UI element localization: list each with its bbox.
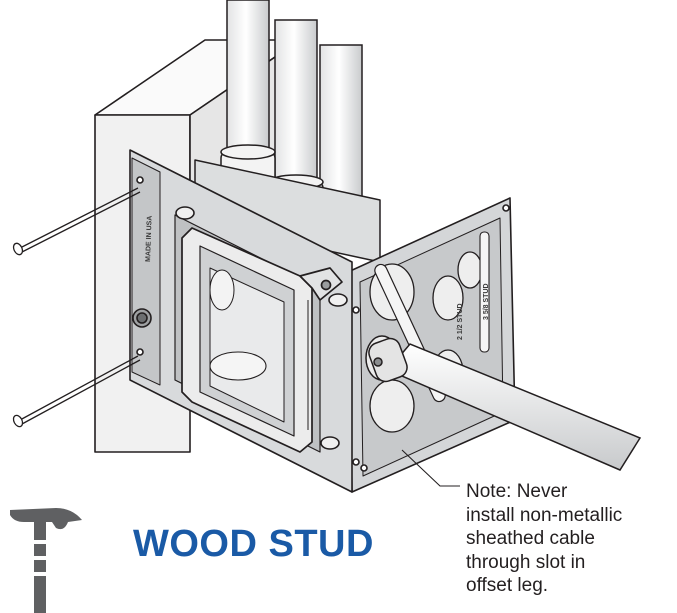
note-leader [401,449,460,487]
nail-icon [12,187,141,428]
made-in-stamp: MADE IN USA [145,216,154,262]
plaster-ring [181,227,343,453]
cable [365,335,642,471]
note-line: offset leg. [466,575,549,596]
side-bracket: 2 1/2 STUD 3 5/8 STUD [347,197,516,493]
hammer-icon [10,508,82,613]
stud-a-stamp: 2 1/2 STUD [457,303,464,340]
note-line: sheathed cable [466,528,595,549]
note-line: install non-metallic [466,504,623,526]
note-line: Note: Never [466,481,568,502]
stud-b-stamp: 3 5/8 STUD [483,283,490,320]
page-title: WOOD STUD [133,523,374,565]
install-note: Note: Never install non-metallic sheathe… [466,480,676,598]
note-line: through slot in [466,551,586,573]
